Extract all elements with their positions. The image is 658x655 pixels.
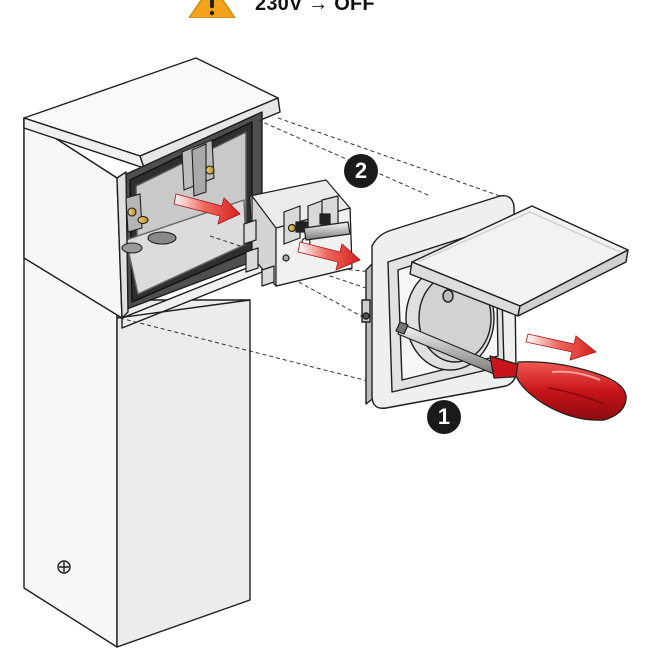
arrow-remove-insert-2 [297,241,361,271]
arrow-pull-faceplate [525,333,597,361]
header: 230V → OFF [0,0,658,20]
warning-triangle-icon [188,0,236,18]
pillar-housing [23,57,281,648]
inner-mount-terminals [121,139,215,254]
hinged-lid [409,205,629,317]
step-2-badge: 2 [344,154,378,188]
arrow-remove-insert [173,193,241,225]
screwdriver [395,321,627,421]
step-1-badge: 1 [427,400,461,434]
power-off-instruction: 230V → OFF [255,0,375,15]
